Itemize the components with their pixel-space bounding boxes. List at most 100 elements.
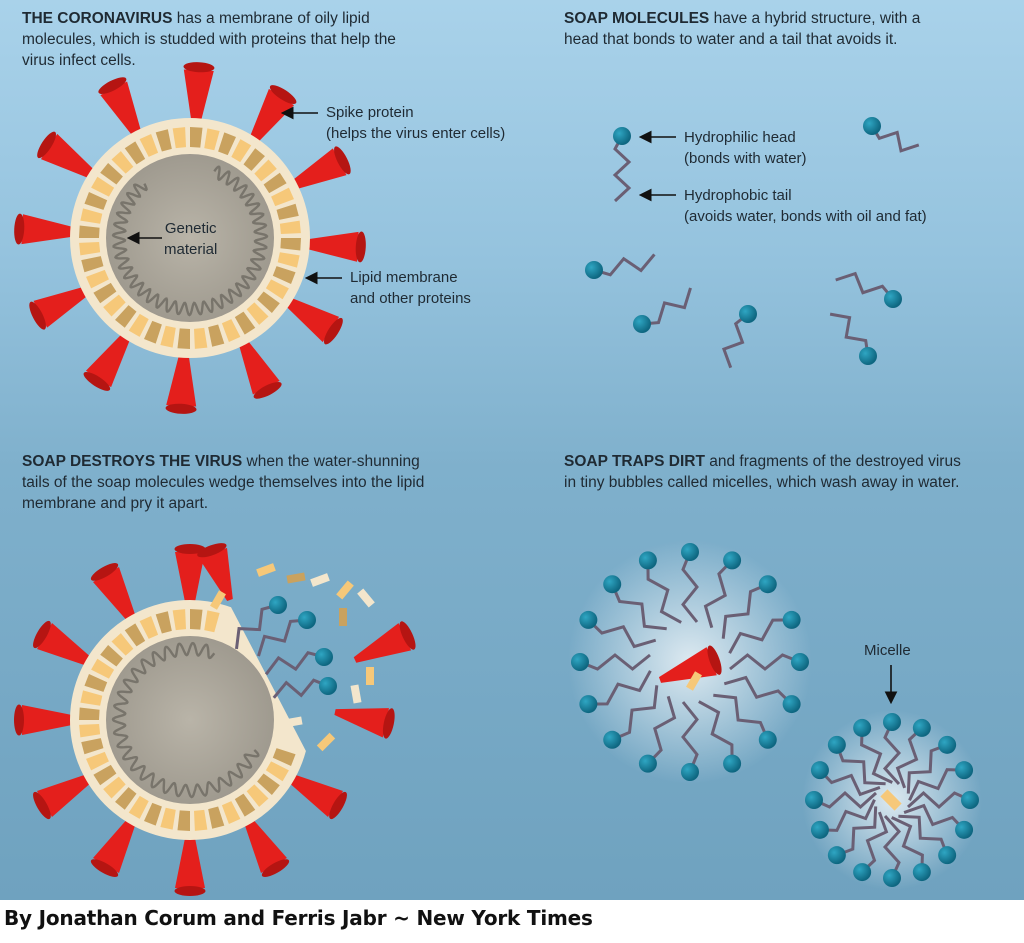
micelle-soap-molecule-tail — [579, 653, 651, 671]
spike-protein — [236, 332, 280, 395]
genetic-material-line2: material — [164, 241, 218, 258]
spike-protein — [93, 567, 139, 628]
genetic-material-strand — [111, 641, 260, 799]
soap-destroys-text: when the water-shunning tails of the soa… — [22, 453, 425, 512]
membrane-fragment — [210, 590, 226, 610]
soap-molecule-head — [633, 315, 651, 333]
lipid-membrane-line2: and other proteins — [350, 290, 471, 307]
membrane-fragment — [256, 563, 276, 577]
lipid-membrane-line1: Lipid membrane — [350, 269, 458, 286]
loose-spike-protein — [198, 547, 233, 602]
coronavirus-heading: THE CORONAVIRUS — [22, 10, 173, 27]
hydrophobic-tail-label: Hydrophobic tail (avoids water, bonds wi… — [684, 185, 927, 227]
soap-molecules-text: have a hybrid structure, with a head tha… — [564, 10, 921, 48]
micelle-soap-molecule-head — [603, 730, 622, 749]
spike-protein — [297, 231, 359, 262]
micelle-soap-molecule-tail — [813, 790, 878, 810]
micelle-soap-molecule-tail — [723, 675, 793, 706]
micelle-soap-molecule-tail — [713, 693, 770, 741]
virus-interior — [106, 636, 274, 804]
soap-molecule-tail — [870, 125, 920, 153]
membrane-fragment — [336, 580, 354, 600]
membrane-fragment — [286, 572, 306, 584]
membrane-fragment — [310, 573, 330, 587]
trapped-fragment — [686, 671, 702, 691]
hydrophilic-head-line2: (bonds with water) — [684, 150, 807, 167]
micelle-soap-molecule-tail — [610, 583, 667, 631]
soap-molecule-head — [859, 347, 877, 365]
micelle-soap-molecule-head — [681, 543, 699, 561]
micelle-soap-molecule-tail — [906, 790, 971, 810]
micelle-soap-molecule-tail — [588, 670, 652, 706]
micelle-soap-molecule-tail — [611, 685, 659, 742]
micelle-soap-molecule-tail — [818, 769, 881, 797]
micelle-soap-molecule-head — [853, 718, 872, 737]
hydrophilic-head-label: Hydrophilic head (bonds with water) — [684, 127, 807, 169]
trapped-fragment — [880, 789, 902, 811]
diagram-panel: THE CORONAVIRUS has a membrane of oily l… — [0, 0, 1024, 900]
micelle-soap-molecule-tail — [698, 700, 734, 764]
soap-molecules-heading: SOAP MOLECULES — [564, 10, 710, 27]
micelle-soap-molecule-tail — [882, 721, 902, 786]
micelle-soap-molecule-tail — [646, 560, 682, 624]
spike-protein — [278, 294, 340, 343]
wedged-soap-molecule-head — [319, 677, 337, 695]
spike-protein-label: Spike protein (helps the virus enter cel… — [326, 102, 505, 144]
wedged-soap-molecule-tail — [272, 678, 329, 699]
micelle-soap-molecule-tail — [906, 743, 948, 794]
micelle-soap-molecule-head — [681, 763, 699, 781]
membrane-fragment — [366, 667, 374, 685]
micelle-text: Micelle — [864, 642, 911, 659]
soap-molecules-illustration — [585, 117, 920, 369]
spike-protein — [284, 148, 347, 192]
micelle-soap-molecule-head — [782, 695, 801, 714]
membrane-fragment — [350, 684, 362, 704]
micelle-soap-molecule-head — [723, 754, 742, 773]
micelle-soap-molecule-head — [782, 610, 801, 629]
micelle-soap-molecule-tail — [903, 803, 966, 831]
spike-protein — [37, 771, 98, 817]
micelle-soap-molecule-head — [938, 735, 957, 754]
micelle-soap-molecule-tail — [646, 695, 677, 765]
soap-molecule-tail — [641, 287, 692, 326]
micelle-soap-molecule-tail — [898, 814, 949, 856]
soap-molecules-caption: SOAP MOLECULES have a hybrid structure, … — [564, 8, 944, 50]
wedged-soap-molecule-tail — [257, 618, 308, 657]
micelles-illustration — [568, 540, 982, 890]
spike-protein — [282, 771, 343, 817]
micelle-soap-molecule-head — [791, 653, 809, 671]
wedged-soap-molecule-tail — [235, 603, 279, 650]
coronavirus-text: has a membrane of oily lipid molecules, … — [22, 10, 396, 69]
membrane-fragment — [339, 608, 347, 626]
destroyed-virus-illustration — [14, 543, 416, 896]
spike-protein — [37, 623, 98, 669]
soap-molecule-example-head — [613, 127, 631, 145]
diagram-canvas — [14, 62, 982, 896]
micelle-soap-molecule-head — [805, 791, 823, 809]
micelle-soap-molecule-head — [853, 863, 872, 882]
genetic-material-strand — [111, 165, 269, 317]
hydrophilic-head-line1: Hydrophilic head — [684, 129, 796, 146]
micelle-soap-molecule-tail — [860, 727, 893, 784]
micelle-soap-molecule-head — [571, 653, 589, 671]
micelle-soap-molecule-tail — [836, 806, 878, 857]
micelle-soap-molecule-tail — [728, 618, 792, 654]
loose-spike-protein — [334, 708, 389, 738]
micelle-soap-molecule-head — [961, 791, 979, 809]
lipid-membrane-label: Lipid membrane and other proteins — [350, 267, 471, 309]
micelle-soap-molecule-head — [758, 575, 777, 594]
micelle-soap-molecule-tail — [908, 768, 965, 801]
soap-molecule-example-tail — [612, 135, 632, 203]
micelle-soap-molecule-tail — [835, 744, 886, 786]
micelle-soap-molecule-head — [827, 846, 846, 865]
micelle-soap-molecule-head — [827, 735, 846, 754]
micelle-soap-molecule-head — [723, 551, 742, 570]
micelle-soap-molecule-head — [810, 761, 829, 780]
spike-protein — [183, 69, 214, 131]
micelle-soap-molecule-head — [579, 695, 598, 714]
micelle-soap-molecule-tail — [681, 701, 699, 773]
micelle-soap-molecule-head — [955, 761, 974, 780]
soap-molecule-tail — [593, 253, 656, 277]
micelle-soap-molecule-head — [579, 610, 598, 629]
genetic-material-label: Genetic material — [164, 218, 217, 260]
